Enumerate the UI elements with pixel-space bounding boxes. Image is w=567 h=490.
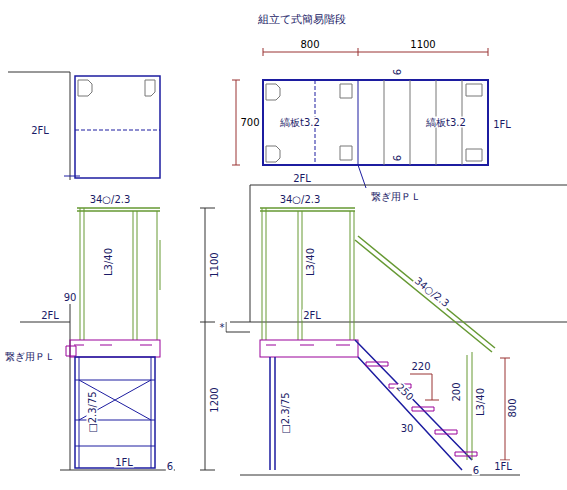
dimension-label: L3/40 <box>475 387 486 417</box>
drawing-title: 組立て式簡易階段 <box>258 12 346 27</box>
drawing-label: 700 <box>239 117 260 128</box>
dimension-label: 6 <box>392 68 403 76</box>
drawing-label: 220 <box>410 361 431 372</box>
drawing-label: 縞板t3.2 <box>425 117 467 128</box>
dimension-label: 1100 <box>209 251 220 278</box>
drawing-label: 繋ぎ用ＰＬ <box>370 191 422 202</box>
drawing-label: 1100 <box>409 39 436 50</box>
drawing-label: 2FL <box>292 173 312 184</box>
dimension-label: 1200 <box>209 386 220 413</box>
dimension-label: □2.3/75 <box>87 390 98 433</box>
drawing-label: 6 <box>166 461 174 472</box>
drawing-label: 縞板t3.2 <box>279 117 321 128</box>
dimension-label: 6 <box>392 154 403 162</box>
drawing-label: 2FL <box>302 310 322 321</box>
dimension-label: L3/40 <box>103 247 114 277</box>
drawing-label: 6 <box>472 465 480 476</box>
dimension-label: 200 <box>451 381 462 402</box>
dimension-label: 800 <box>507 397 518 418</box>
drawing-label: 1FL <box>493 461 513 472</box>
drawing-label: 1FL <box>114 457 134 468</box>
dimension-label: □2.3/75 <box>280 391 291 434</box>
drawing-label: 34○/2.3 <box>279 194 322 205</box>
drawing-label: * <box>219 322 226 333</box>
drawing-label: 30 <box>400 423 415 434</box>
drawing-label: 1FL <box>492 119 512 130</box>
drawing-label: 800 <box>299 39 320 50</box>
drawing-label: 90 <box>63 292 78 303</box>
dimension-label: L3/40 <box>305 247 316 277</box>
drawing-label: 繋ぎ用ＰＬ <box>4 351 56 362</box>
drawing-label: 2FL <box>30 125 50 136</box>
drawing-label: 2FL <box>40 310 60 321</box>
drawing-label: 34○/2.3 <box>89 194 132 205</box>
